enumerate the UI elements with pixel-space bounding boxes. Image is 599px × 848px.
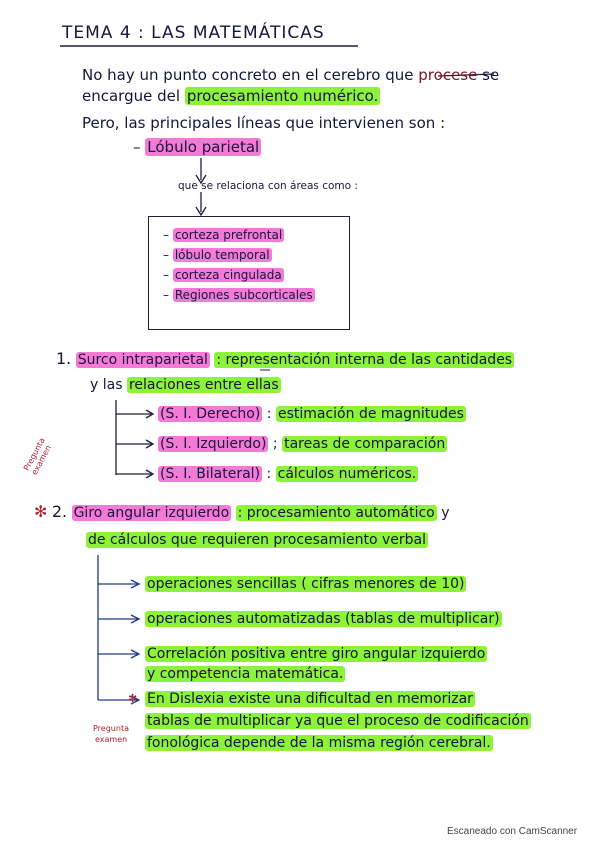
- section-1-line-2: y las relaciones entre ellas: [90, 376, 281, 394]
- branch-text: estimación de magnitudes: [275, 406, 466, 422]
- scanner-footer: Escaneado con CamScanner: [447, 826, 578, 837]
- branch-label: (S. I. Derecho): [158, 406, 263, 422]
- dyslexia-text: tablas de multiplicar ya que el proceso …: [145, 713, 531, 729]
- surco-branch: (S. I. Derecho) : estimación de magnitud…: [158, 405, 466, 423]
- branch-label: (S. I. Bilateral): [158, 466, 263, 482]
- branch-text: operaciones automatizadas (tablas de mul…: [145, 611, 502, 627]
- page-title: TEMA 4 : LAS MATEMÁTICAS: [62, 23, 325, 43]
- dyslexia-line: fonológica depende de la misma región ce…: [145, 734, 493, 752]
- calculos-highlight: de cálculos que requieren procesamiento …: [86, 532, 429, 548]
- giro-description: : procesamiento automático: [235, 505, 437, 521]
- plain-text: y: [441, 505, 450, 521]
- section-2-heading: ✻ 2. Giro angular izquierdo : procesamie…: [34, 503, 449, 522]
- area-item: – Regiones subcorticales: [163, 288, 315, 302]
- surco-branch: (S. I. Bilateral) : cálculos numéricos.: [158, 465, 419, 483]
- branch-text: operaciones sencillas ( cifras menores d…: [145, 576, 467, 592]
- dyslexia-text: En Dislexia existe una dificultad en mem…: [145, 691, 475, 707]
- branch-sep: :: [266, 406, 272, 422]
- highlight-numeric-processing: procesamiento numérico.: [184, 87, 381, 105]
- intro-text: encargue del: [82, 87, 181, 105]
- surco-intraparietal-label: Surco intraparietal: [75, 352, 210, 368]
- margin-note-exam-2b: examen: [95, 735, 128, 744]
- giro-branch: Correlación positiva entre giro angular …: [145, 645, 488, 663]
- intro-line-3: Pero, las principales líneas que intervi…: [82, 114, 446, 132]
- branch-text: Correlación positiva entre giro angular …: [145, 646, 488, 662]
- plain-text: y las: [90, 377, 123, 393]
- relaciones-highlight: relaciones entre ellas: [126, 377, 281, 393]
- star-marker-icon: ✻: [34, 502, 48, 521]
- intro-text: No hay un punto concreto en el cerebro q…: [82, 66, 414, 84]
- areas-box: [148, 216, 350, 330]
- struck-word: procese: [418, 66, 478, 84]
- area-item: – lóbulo temporal: [163, 248, 272, 262]
- area-label: corteza cingulada: [172, 268, 284, 282]
- relaciona-text: que se relaciona con áreas como :: [178, 180, 358, 192]
- branch-label: (S. I. Izquierdo): [158, 436, 269, 452]
- intro-line-1: No hay un punto concreto en el cerebro q…: [82, 66, 499, 84]
- dyslexia-line: tablas de multiplicar ya que el proceso …: [145, 712, 531, 730]
- branch-sep: :: [266, 466, 272, 482]
- giro-branch-cont: y competencia matemática.: [145, 665, 346, 683]
- area-label: lóbulo temporal: [172, 248, 272, 262]
- branch-sep: ;: [272, 436, 278, 452]
- intro-line-2: encargue del procesamiento numérico.: [82, 87, 381, 105]
- area-label: Regiones subcorticales: [172, 288, 315, 302]
- dyslexia-line: En Dislexia existe una dificultad en mem…: [145, 690, 475, 708]
- giro-branch: operaciones automatizadas (tablas de mul…: [145, 610, 502, 628]
- giro-branch: operaciones sencillas ( cifras menores d…: [145, 575, 467, 593]
- area-item: – corteza cingulada: [163, 268, 284, 282]
- branch-text: tareas de comparación: [282, 436, 448, 452]
- surco-description: : representación interna de las cantidad…: [214, 352, 515, 368]
- giro-angular-label: Giro angular izquierdo: [71, 505, 232, 521]
- star-note-icon: ✻: [128, 692, 138, 705]
- lobulo-item: – Lóbulo parietal: [133, 138, 262, 156]
- section-number: 1.: [56, 349, 72, 368]
- section-1-heading: 1. Surco intraparietal : representación …: [56, 349, 515, 369]
- branch-text: cálculos numéricos.: [275, 466, 419, 482]
- lobulo-parietal-label: Lóbulo parietal: [145, 138, 262, 156]
- margin-note-exam-2: Pregunta: [93, 724, 129, 733]
- section-number: 2.: [51, 502, 68, 521]
- section-2-line-2: de cálculos que requieren procesamiento …: [86, 531, 429, 549]
- dyslexia-text: fonológica depende de la misma región ce…: [145, 735, 493, 751]
- area-label: corteza prefrontal: [172, 228, 285, 242]
- intro-text-end: se: [482, 66, 500, 84]
- area-item: – corteza prefrontal: [163, 228, 285, 242]
- surco-branch: (S. I. Izquierdo) ; tareas de comparació…: [158, 435, 448, 453]
- branch-text: y competencia matemática.: [145, 666, 346, 682]
